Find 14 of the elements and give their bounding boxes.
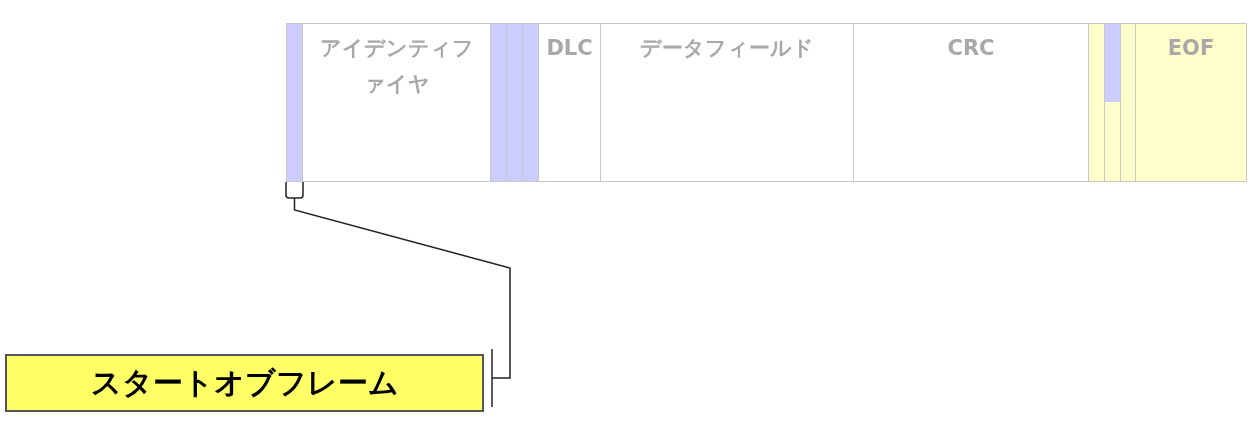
field-label: CRC bbox=[946, 35, 996, 62]
field-label: EOF bbox=[1166, 35, 1216, 62]
eof-field-cell bbox=[1135, 23, 1247, 182]
field-label: データフィールド bbox=[639, 35, 815, 62]
data-field-cell bbox=[600, 23, 854, 182]
field-label: アイデンティファイヤ bbox=[318, 35, 475, 98]
start-of-frame-box bbox=[5, 354, 484, 412]
identifier-field-cell bbox=[302, 23, 491, 182]
frame-part-label: スタートオブフレーム bbox=[89, 364, 400, 402]
delimiter-bit-cell bbox=[1120, 23, 1136, 182]
leader-line bbox=[285, 181, 511, 408]
field-label: DLC bbox=[545, 35, 594, 62]
dlc-field-cell bbox=[538, 23, 601, 182]
crc-field-cell bbox=[853, 23, 1089, 182]
